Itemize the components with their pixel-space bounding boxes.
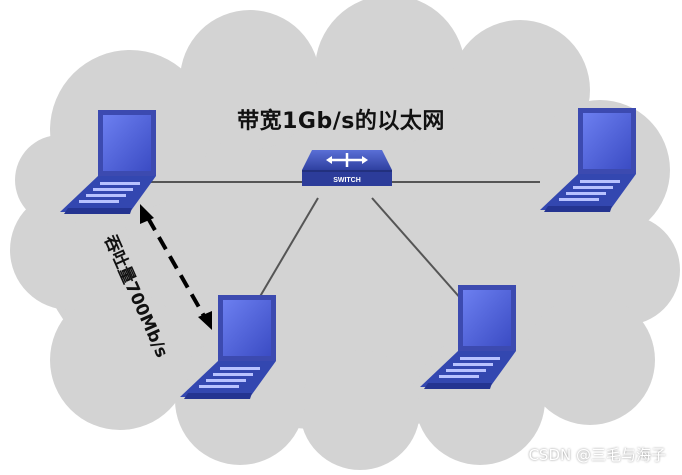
watermark: CSDN @三毛与海子 [528, 446, 666, 464]
network-links [150, 181, 540, 306]
diagram-title: 带宽1Gb/s的以太网 [237, 109, 445, 134]
throughput-arrow [140, 204, 212, 330]
switch-label: SWITCH [333, 177, 361, 184]
switch-icon: SWITCH [302, 150, 392, 186]
link-bottom-left [254, 197, 319, 306]
link-bottom-right [371, 197, 463, 301]
